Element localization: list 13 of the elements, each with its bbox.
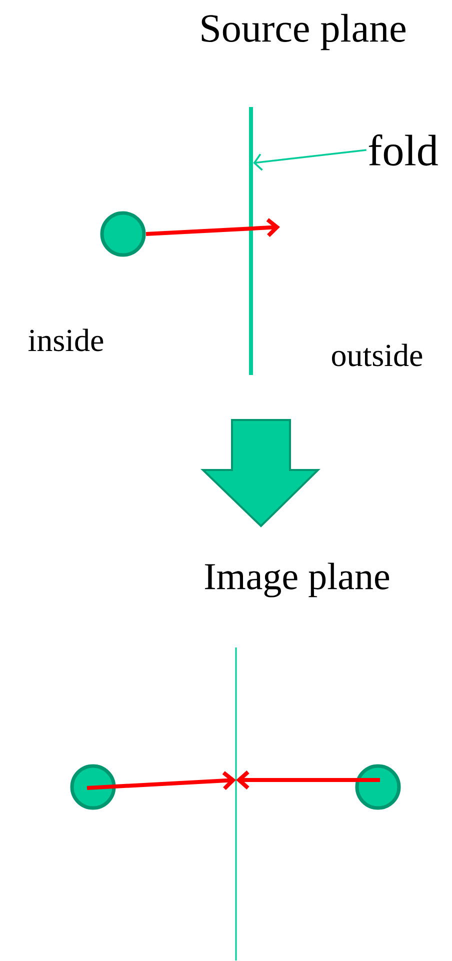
plane-title: Source plane (202, 14, 406, 50)
arrow (86, 771, 236, 790)
region-label: inside (28, 328, 104, 352)
fold-line (235, 648, 237, 960)
fold-label: fold (368, 134, 438, 166)
arrow (253, 149, 366, 171)
plane-title: Image plane (205, 562, 390, 598)
dot-circle (100, 211, 146, 257)
dot-circle (355, 764, 401, 810)
dot-circle (70, 764, 116, 810)
arrow (236, 770, 380, 790)
region-label: outside (332, 344, 422, 366)
arrow (146, 218, 280, 238)
